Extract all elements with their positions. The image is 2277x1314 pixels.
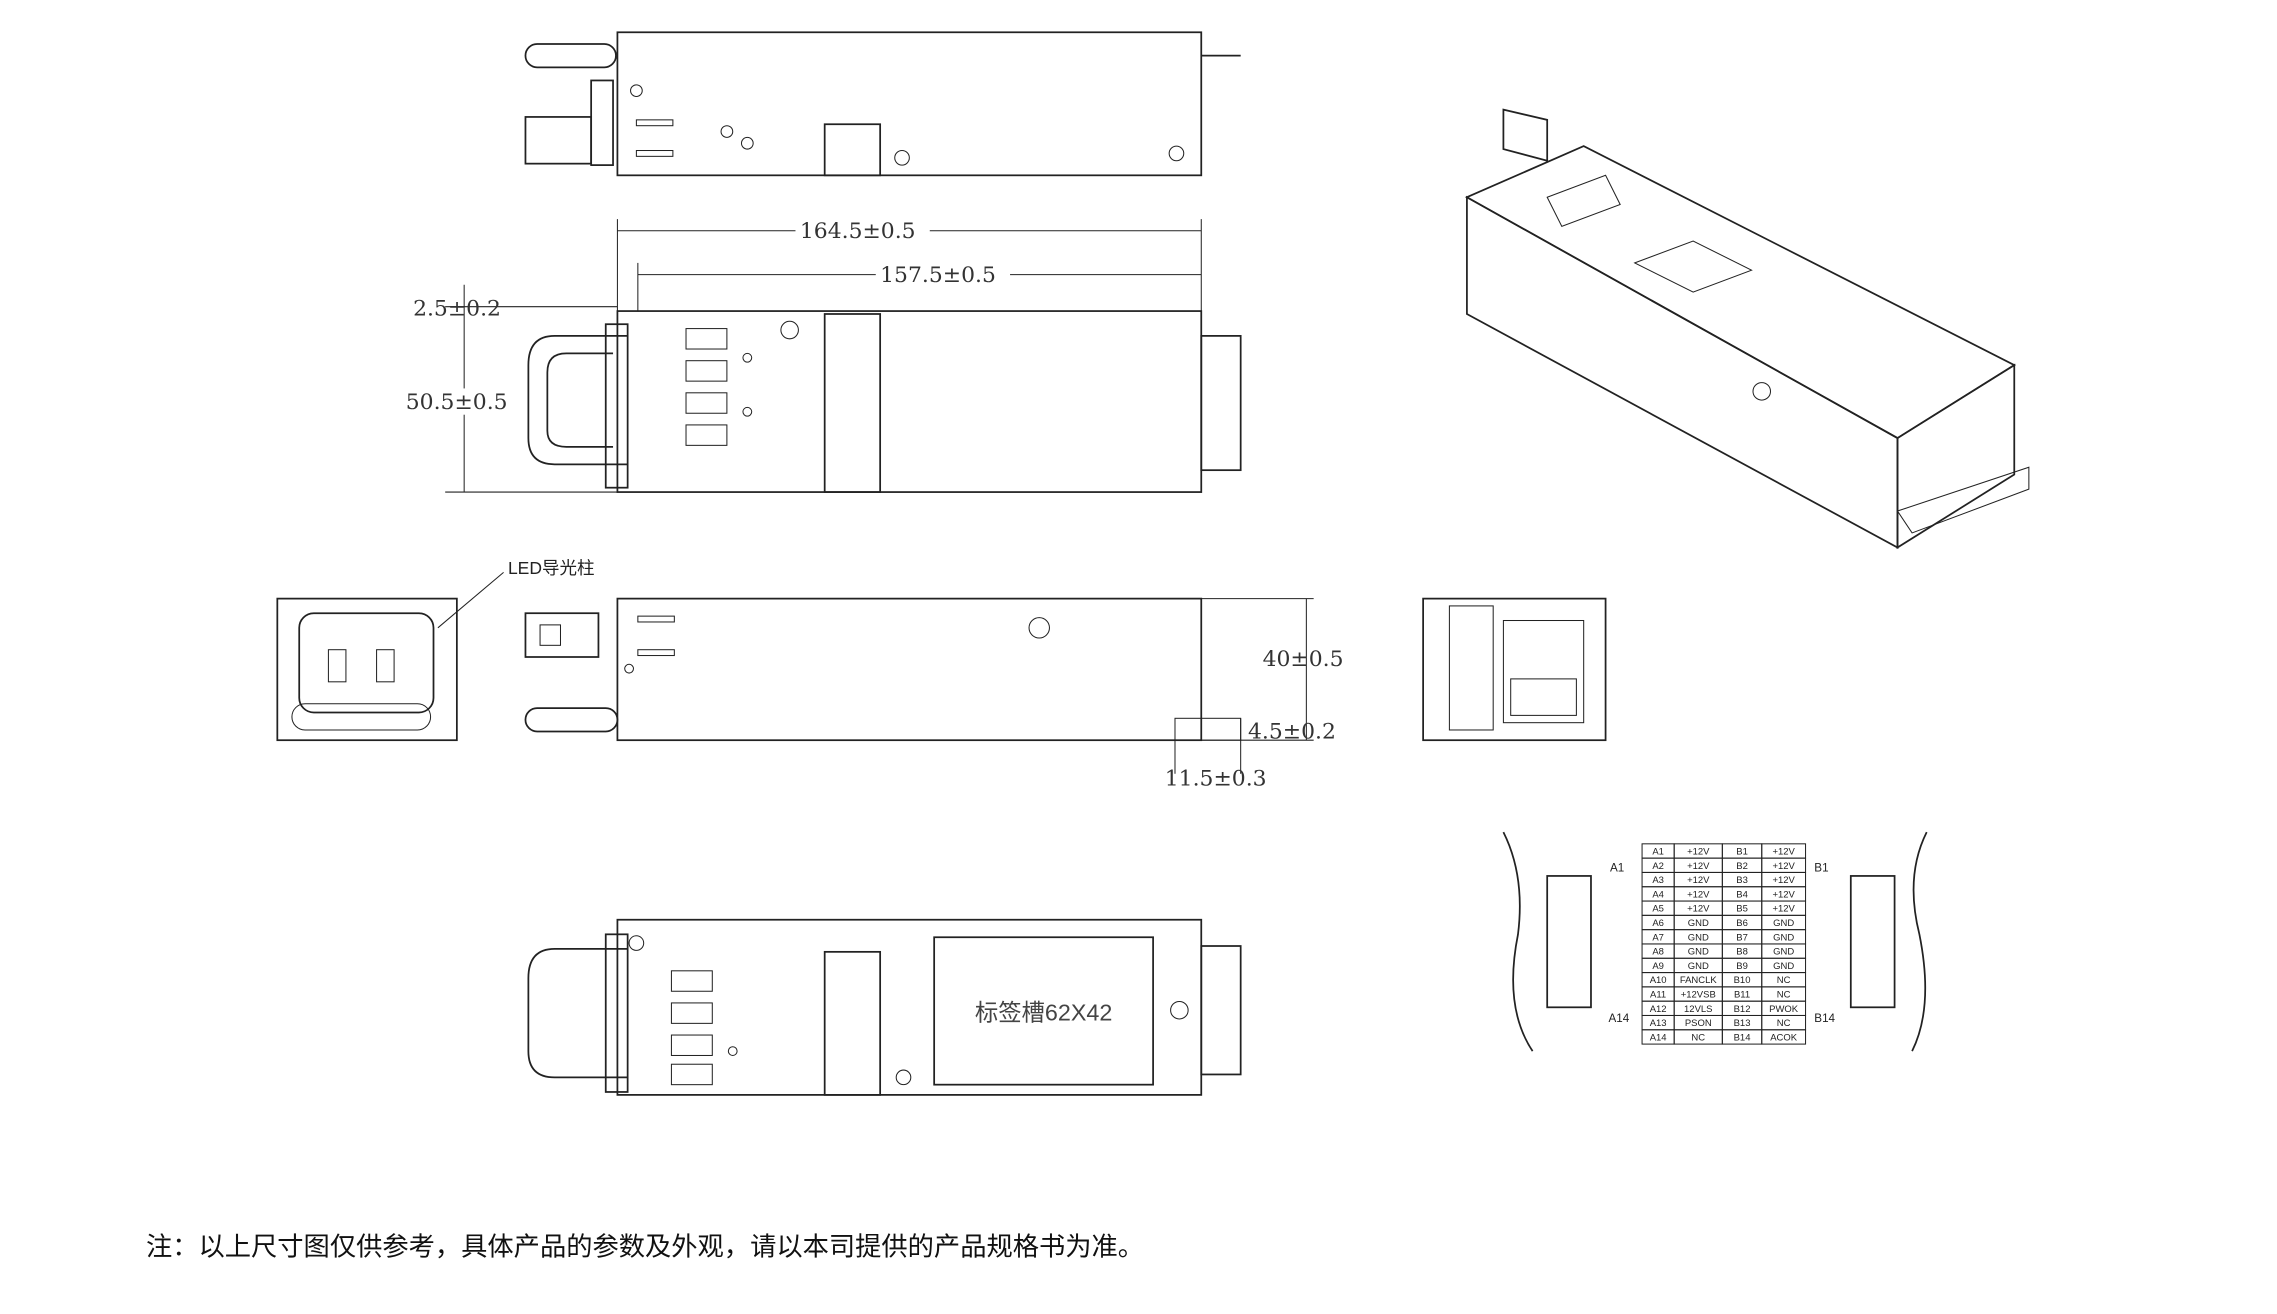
isometric-view: [1464, 108, 2030, 550]
pin-cell: PSON: [1685, 1018, 1712, 1029]
label-slot: [933, 936, 1154, 1086]
pin-row: A11 +12VSB B11 NC: [1641, 986, 1807, 1002]
pin-cell: A4: [1652, 889, 1664, 900]
dim-offset-top: 2.5±0.2: [413, 296, 501, 321]
pin-cell: +12V: [1772, 904, 1795, 915]
pin-cell: +12V: [1687, 875, 1710, 886]
pin-cell: B4: [1736, 889, 1748, 900]
dim-width: 40±0.5: [1263, 647, 1344, 672]
pin-cell: B13: [1734, 1018, 1751, 1029]
pin-cell: A12: [1650, 1004, 1667, 1015]
dim-connector-length: 11.5±0.3: [1165, 766, 1267, 791]
dim-height: 50.5±0.5: [406, 390, 508, 415]
pin-row: A3 +12V B3 +12V: [1641, 871, 1807, 888]
pin-cell: A8: [1652, 947, 1664, 958]
label-b14: B14: [1814, 1012, 1835, 1025]
pin-row: A6 GND B6 GND: [1641, 914, 1807, 931]
pin-cell: +12V: [1687, 904, 1710, 915]
pin-row: A13 PSON B13 NC: [1641, 1014, 1807, 1031]
pin-cell: +12V: [1772, 861, 1795, 872]
vent-slots: [685, 328, 728, 446]
pin-cell: GND: [1688, 932, 1709, 943]
pin-cell: B10: [1734, 975, 1751, 986]
front-view: LED导光柱: [276, 558, 595, 742]
pin-cell: +12V: [1772, 889, 1795, 900]
pin-cell: +12V: [1687, 889, 1710, 900]
pin-cell: B5: [1736, 904, 1748, 915]
pin-row: A9 GND B9 GND: [1641, 957, 1807, 974]
pin-cell: A6: [1652, 918, 1664, 929]
pin-cell: B11: [1734, 990, 1750, 1001]
pin-cell: A10: [1650, 975, 1667, 986]
pin-row: A2 +12V B2 +12V: [1641, 857, 1807, 873]
pin-cell: NC: [1691, 1032, 1705, 1043]
pin-cell: +12VSB: [1681, 990, 1716, 1001]
pin-cell: +12V: [1772, 875, 1795, 886]
pin-cell: B1: [1736, 846, 1748, 857]
pin-cell: NC: [1777, 1018, 1791, 1029]
label-a14: A14: [1608, 1012, 1629, 1025]
pin-cell: B14: [1734, 1032, 1751, 1043]
pin-cell: +12V: [1772, 846, 1795, 857]
pin-row: A5 +12V B5 +12V: [1641, 900, 1807, 916]
pin-cell: GND: [1688, 947, 1709, 958]
label-a1: A1: [1610, 862, 1624, 875]
led-callout: LED导光柱: [508, 558, 595, 578]
pin-cell: ACOK: [1770, 1032, 1798, 1043]
lower-side-view: 40±0.5 4.5±0.2 11.5±0.3: [524, 597, 1344, 791]
pin-cell-border: [1761, 1029, 1807, 1045]
pin-row: A10 FANCLK B10 NC: [1641, 972, 1807, 988]
pin-cell: A7: [1652, 932, 1664, 943]
label-slot-text: 标签槽62X42: [975, 999, 1113, 1025]
pin-cell: B3: [1736, 875, 1748, 886]
pin-cell: FANCLK: [1680, 975, 1718, 986]
pin-table: A1 +12V B1 +12V A2 +12V B2 +12V A3 +12V B3 +12V A4 +1…: [1641, 843, 1807, 1045]
dimension-lines: [445, 219, 1202, 493]
pin-cell: B12: [1734, 1004, 1751, 1015]
bottom-view: 标签槽62X42: [527, 918, 1242, 1096]
pin-cell: B8: [1736, 947, 1748, 958]
pin-row: A14 NC B14 ACOK: [1641, 1029, 1807, 1045]
pin-cell: A5: [1652, 904, 1664, 915]
pin-cell: GND: [1773, 961, 1794, 972]
pin-cell: A14: [1650, 1032, 1667, 1043]
pin-row: A12 12VLS B12 PWOK: [1641, 1000, 1807, 1016]
label-b1: B1: [1814, 862, 1828, 875]
pin-row: A4 +12V B4 +12V: [1641, 886, 1807, 902]
pin-cell: GND: [1688, 961, 1709, 972]
pin-cell: A1: [1652, 846, 1664, 857]
side-view: 164.5±0.5 157.5±0.5 2.5±0.2 50.5±0.5: [402, 219, 1242, 493]
pin-cell: +12V: [1687, 861, 1710, 872]
pin-cell: GND: [1773, 918, 1794, 929]
pin-cell: B2: [1736, 861, 1748, 872]
pin-cell: A13: [1650, 1018, 1667, 1029]
pin-cell: NC: [1777, 990, 1791, 1001]
pin-cell: 12VLS: [1684, 1004, 1712, 1015]
pin-cell: B6: [1736, 918, 1748, 929]
pin-cell: NC: [1777, 975, 1791, 986]
dim-length-body: 157.5±0.5: [880, 263, 996, 288]
pin-cell: +12V: [1687, 846, 1710, 857]
pin-row: A7 GND B7 GND: [1641, 929, 1807, 945]
pin-cell: A11: [1650, 990, 1666, 1001]
pin-cell: A3: [1652, 875, 1664, 886]
rear-view: [1422, 597, 1607, 742]
dim-connector-offset: 4.5±0.2: [1248, 720, 1336, 745]
pin-row: A1 +12V B1 +12V: [1641, 843, 1807, 859]
pin-cell: A2: [1652, 861, 1664, 872]
pin-cell: GND: [1688, 918, 1709, 929]
footnote: 注：以上尺寸图仅供参考，具体产品的参数及外观，请以本司提供的产品规格书为准。: [146, 1232, 1144, 1262]
pin-cell: GND: [1773, 932, 1794, 943]
pin-cell: PWOK: [1769, 1004, 1799, 1015]
top-view: [524, 31, 1241, 177]
dim-length-overall: 164.5±0.5: [800, 219, 916, 244]
pin-row: A8 GND B8 GND: [1641, 943, 1807, 959]
pin-cell: B7: [1736, 932, 1748, 943]
pin-cell: A9: [1652, 961, 1664, 972]
pin-cell: GND: [1773, 947, 1794, 958]
pin-cell: B9: [1736, 961, 1748, 972]
